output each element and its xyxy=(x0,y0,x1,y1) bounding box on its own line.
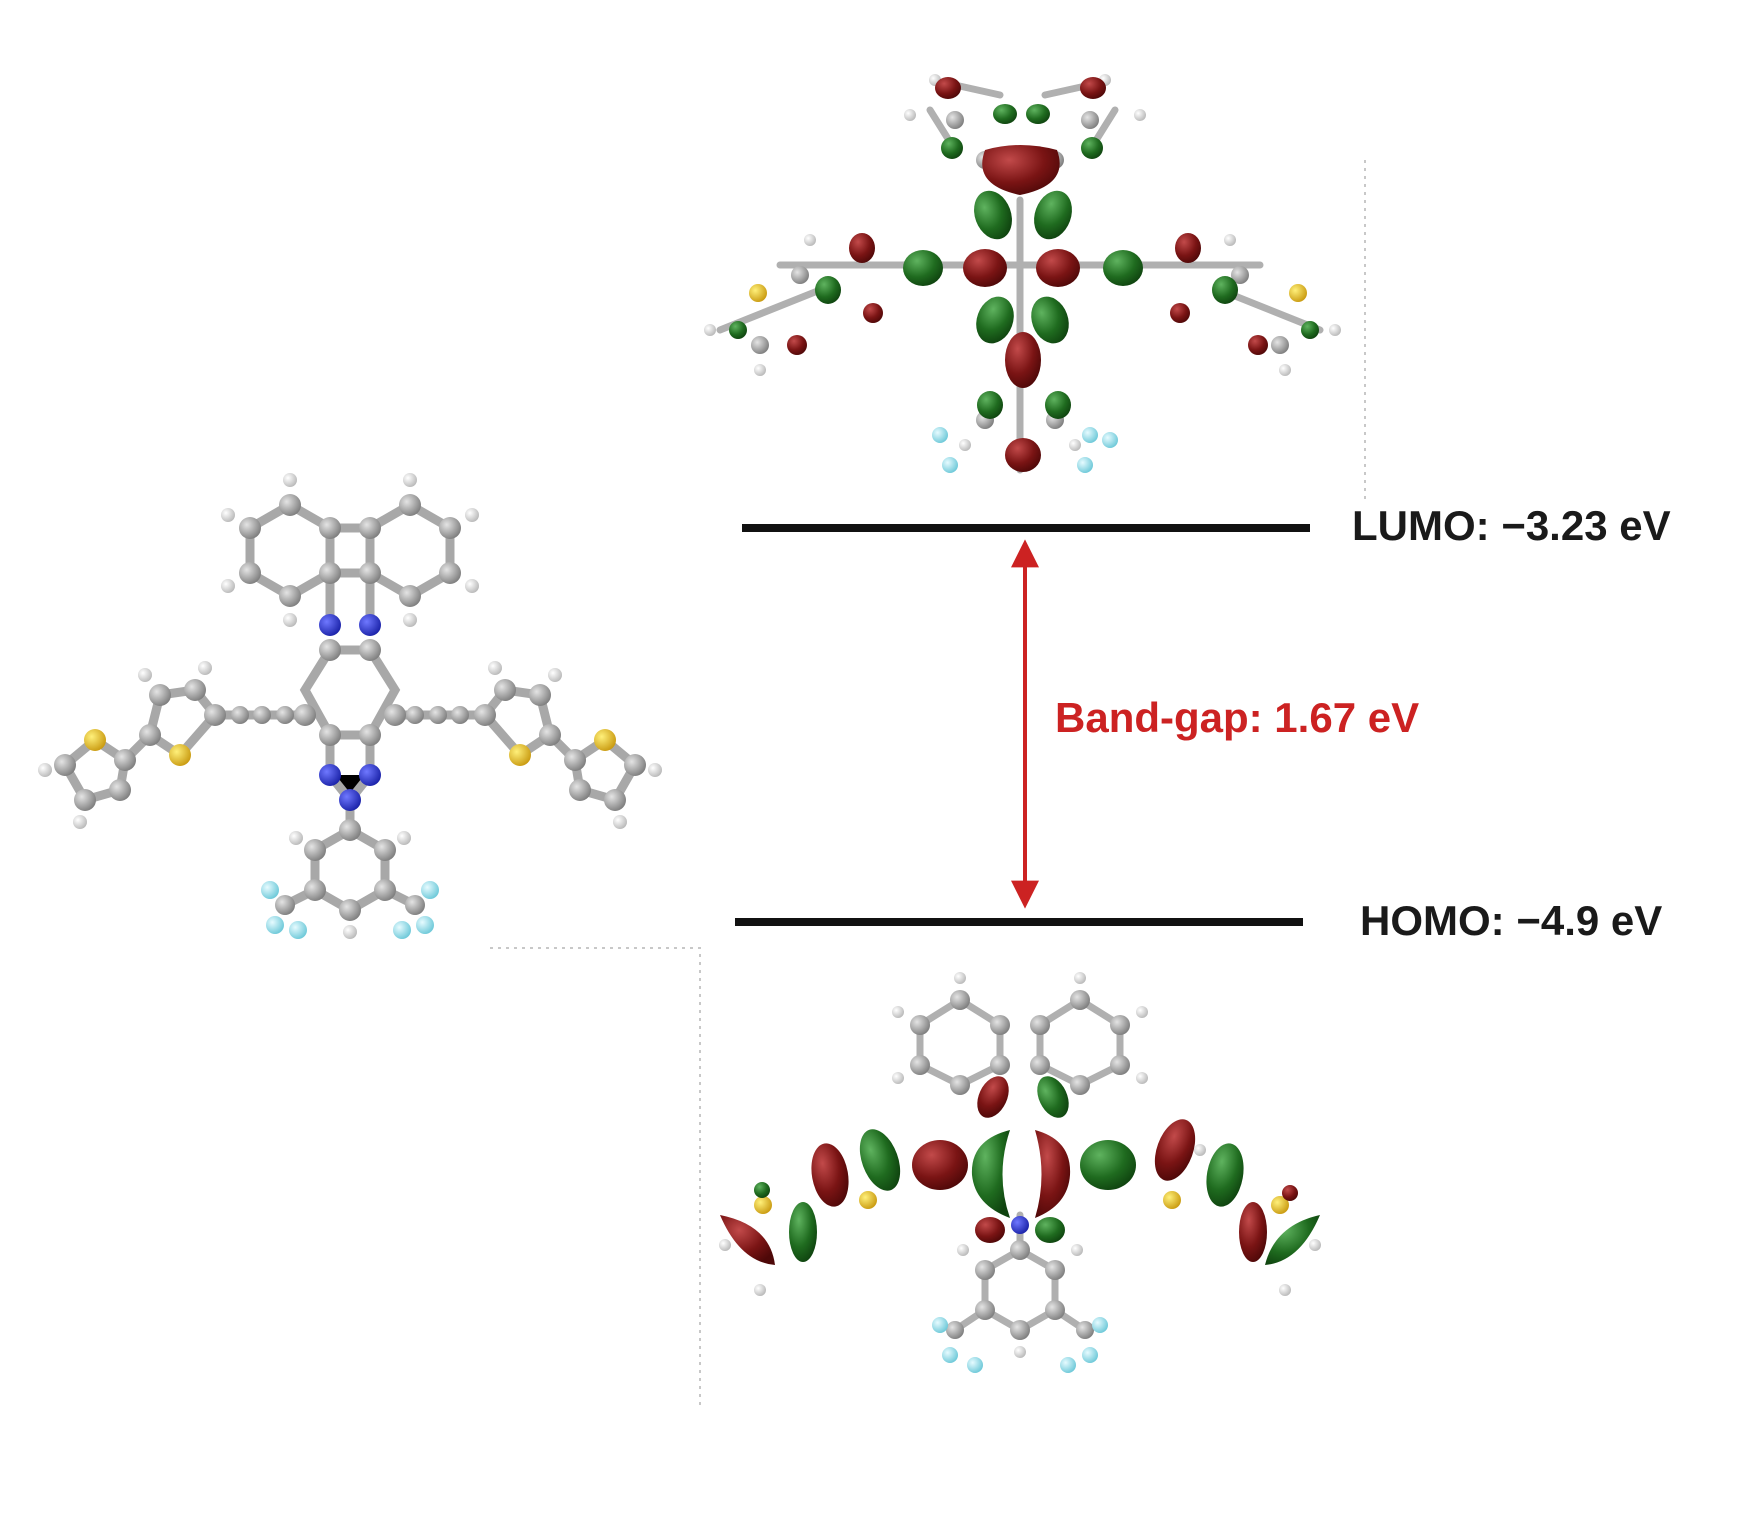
homo-orbital xyxy=(719,972,1321,1373)
molecule-bonds xyxy=(59,499,641,916)
homo-label: HOMO: −4.9 eV xyxy=(1360,897,1662,944)
lumo-label: LUMO: −3.23 eV xyxy=(1352,502,1671,549)
molecule-atoms xyxy=(38,473,662,939)
dotted-frame xyxy=(490,160,1366,1410)
lumo-orbital xyxy=(704,74,1341,474)
ground-state-molecule xyxy=(38,473,662,939)
band-gap-label: Band-gap: 1.67 eV xyxy=(1055,694,1419,741)
